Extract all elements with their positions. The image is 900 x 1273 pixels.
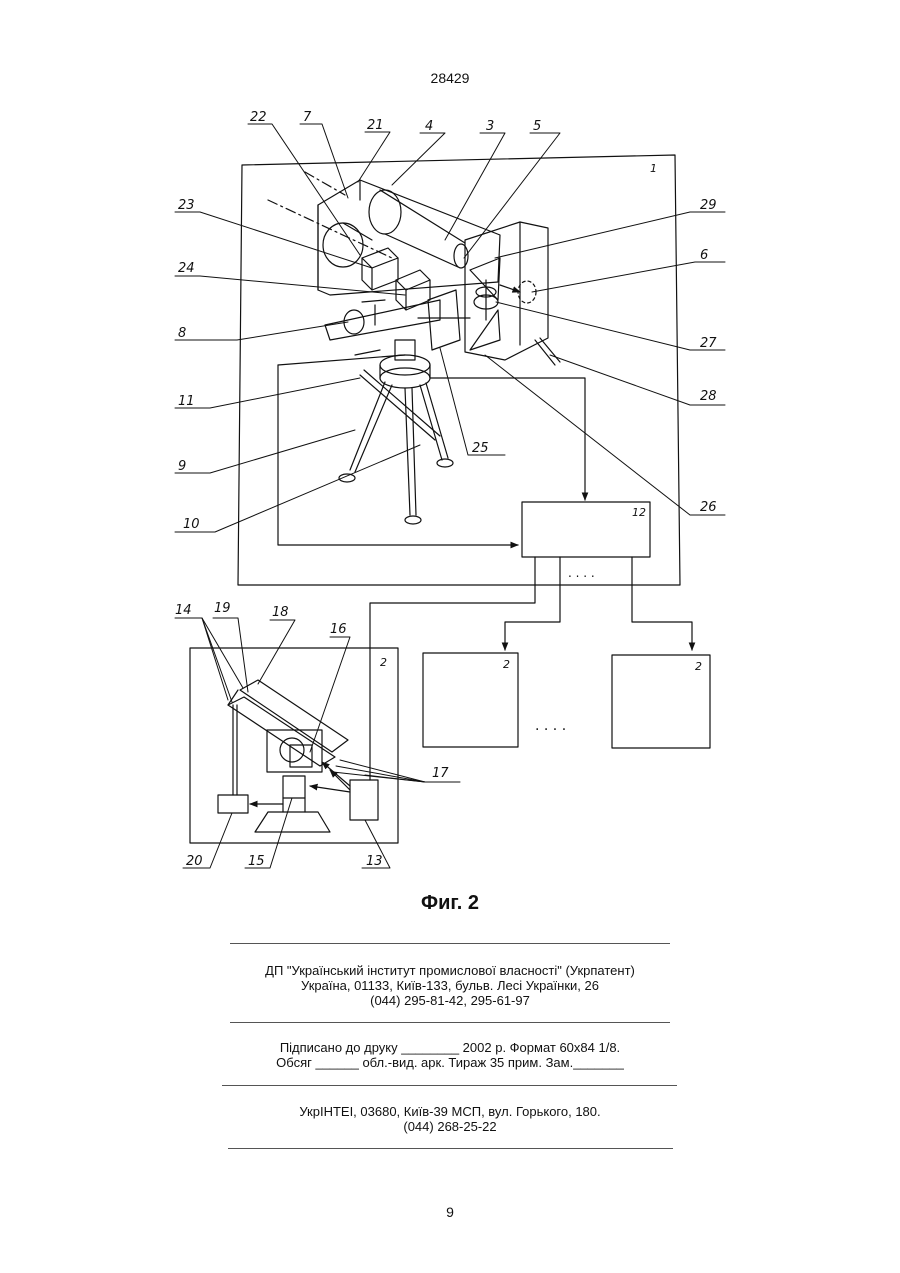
ref-21: 21 bbox=[367, 118, 384, 133]
ref-19: 19 bbox=[214, 601, 231, 616]
page-number: 9 bbox=[0, 1204, 900, 1220]
printer-address: УкрІНТЕІ, 03680, Київ-39 МСП, вул. Горьк… bbox=[0, 1104, 900, 1119]
publisher-name: ДП "Український інститут промислової вла… bbox=[0, 963, 900, 978]
ref-16: 16 bbox=[330, 622, 347, 637]
ref-23: 23 bbox=[178, 198, 195, 213]
block-2-label: 2 bbox=[380, 656, 387, 669]
signed-for-print: Підписано до друку ________ 2002 р. Форм… bbox=[0, 1040, 900, 1055]
publisher-address: Україна, 01133, Київ-133, бульв. Лесі Ук… bbox=[0, 978, 900, 993]
block-2a-label: 2 bbox=[503, 658, 510, 671]
ref-11: 11 bbox=[178, 394, 195, 409]
ref-14: 14 bbox=[175, 603, 192, 618]
ref-18: 18 bbox=[272, 605, 289, 620]
ref-7: 7 bbox=[303, 110, 312, 125]
block-1-label: 1 bbox=[650, 162, 657, 175]
block-12: 12 . . . . bbox=[370, 502, 692, 780]
reference-leaders bbox=[175, 124, 725, 868]
ref-17: 17 bbox=[432, 766, 449, 781]
publisher-block: ДП "Український інститут промислової вла… bbox=[0, 963, 900, 1008]
separator-rule bbox=[222, 1085, 677, 1086]
ref-25: 25 bbox=[472, 441, 489, 456]
figure-drawing: 1 bbox=[0, 0, 900, 900]
ref-22: 22 bbox=[250, 110, 267, 125]
ref-3: 3 bbox=[486, 119, 494, 134]
ref-26: 26 bbox=[700, 500, 717, 515]
ref-27: 27 bbox=[700, 336, 717, 351]
figure-caption: Фиг. 2 bbox=[0, 892, 900, 915]
print-details-block: Підписано до друку ________ 2002 р. Форм… bbox=[0, 1040, 900, 1070]
ref-8: 8 bbox=[178, 326, 186, 341]
blocks-ellipsis: . . . . bbox=[535, 718, 566, 734]
block-2b-label: 2 bbox=[695, 660, 702, 673]
ref-10: 10 bbox=[183, 517, 200, 532]
printer-phone: (044) 268-25-22 bbox=[0, 1119, 900, 1134]
ref-5: 5 bbox=[533, 119, 541, 134]
volume-and-run: Обсяг ______ обл.-вид. арк. Тираж 35 при… bbox=[0, 1055, 900, 1070]
separator-rule bbox=[230, 943, 670, 944]
block-12-label: 12 bbox=[632, 506, 646, 519]
reference-numbers: 22 7 21 4 3 5 23 29 24 6 8 27 11 28 9 25… bbox=[175, 110, 717, 869]
ref-4: 4 bbox=[425, 119, 433, 134]
ref-28: 28 bbox=[700, 389, 717, 404]
ref-13: 13 bbox=[366, 854, 383, 869]
block-1-wiring bbox=[278, 355, 585, 545]
printer-block: УкрІНТЕІ, 03680, Київ-39 МСП, вул. Горьк… bbox=[0, 1104, 900, 1134]
ref-6: 6 bbox=[700, 248, 708, 263]
separator-rule bbox=[230, 1022, 670, 1023]
patent-figure: 1 bbox=[0, 0, 900, 900]
ref-24: 24 bbox=[178, 261, 195, 276]
publisher-phone: (044) 295-81-42, 295-61-97 bbox=[0, 993, 900, 1008]
block-2-copies: 2 2 . . . . bbox=[423, 653, 710, 748]
ref-15: 15 bbox=[248, 854, 265, 869]
instrument-head bbox=[268, 172, 560, 524]
ref-29: 29 bbox=[700, 198, 717, 213]
ref-9: 9 bbox=[178, 459, 186, 474]
ref-20: 20 bbox=[186, 854, 203, 869]
outputs-ellipsis: . . . . bbox=[568, 566, 595, 580]
separator-rule bbox=[228, 1148, 673, 1149]
